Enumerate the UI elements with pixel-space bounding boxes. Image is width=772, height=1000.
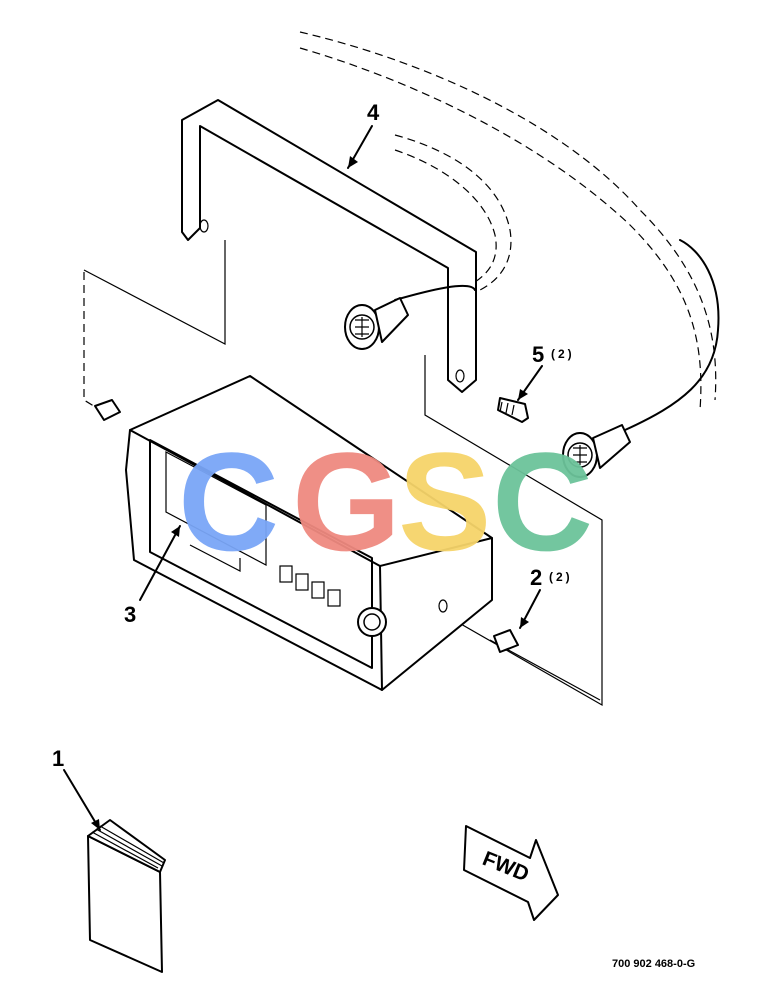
leader-arrowhead-5 bbox=[518, 389, 528, 400]
callout-3: 3 bbox=[124, 602, 136, 627]
manual-book bbox=[87, 819, 166, 973]
callout-2: 2 bbox=[530, 565, 542, 590]
watermark-letter-1: C bbox=[178, 423, 279, 580]
watermark: C G S C bbox=[178, 423, 593, 580]
leader-arrowhead-4 bbox=[348, 156, 358, 168]
watermark-letter-2: G bbox=[292, 423, 401, 580]
display-console bbox=[125, 375, 493, 691]
mounting-bracket bbox=[181, 99, 477, 393]
fwd-arrow: FWD bbox=[463, 825, 559, 921]
callout-5: 5 bbox=[532, 342, 544, 367]
leader-arrowhead-3 bbox=[171, 526, 180, 537]
harness-dashed-lines bbox=[299, 31, 717, 411]
connector-lower bbox=[562, 424, 631, 478]
figure-id: 700 902 468-0-G bbox=[612, 958, 695, 970]
leader-lines bbox=[63, 125, 543, 831]
alignment-lines bbox=[83, 240, 603, 707]
watermark-letter-3: S bbox=[398, 423, 491, 580]
cable-assembly bbox=[344, 239, 720, 478]
connector-upper bbox=[344, 297, 409, 350]
leader-arrowhead-2 bbox=[520, 617, 529, 628]
callout-4: 4 bbox=[367, 100, 380, 125]
callout-2-qty: (2) bbox=[549, 570, 573, 584]
panel-connector bbox=[357, 607, 387, 637]
keypad-buttons bbox=[279, 565, 341, 607]
watermark-letter-4: C bbox=[492, 423, 593, 580]
callout-1: 1 bbox=[52, 746, 64, 771]
leader-arrowhead-1 bbox=[91, 819, 100, 830]
screw bbox=[497, 397, 529, 423]
spacers bbox=[94, 399, 519, 653]
callout-5-qty: (2) bbox=[551, 347, 575, 361]
